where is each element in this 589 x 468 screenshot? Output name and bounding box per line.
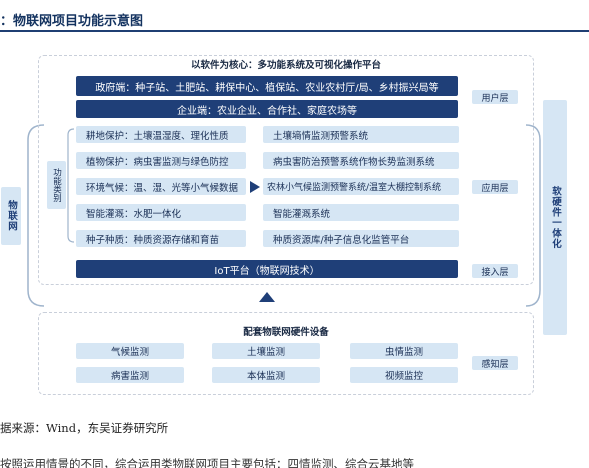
hardware-video: 视频监控 (350, 367, 458, 383)
user-layer-label: 用户层 (472, 90, 518, 104)
function-left-5: 种子种质：种质资源存储和育苗 (76, 230, 246, 247)
perception-layer-label: 感知层 (472, 356, 518, 370)
function-right-4: 智能灌溉系统 (263, 204, 459, 221)
hardware-disease: 病害监测 (76, 367, 184, 383)
inner-bracket (67, 128, 75, 243)
left-label-iot: 物联网 (1, 187, 21, 245)
hardware-soil: 土壤监测 (212, 343, 320, 359)
function-right-5: 种质资源库/种子信息化监管平台 (263, 230, 459, 247)
hardware-title: 配套物联网硬件设备 (243, 327, 329, 338)
function-right-1: 土壤墒情监测预警系统 (263, 126, 459, 143)
function-left-4: 智能灌溉：水肥一体化 (76, 204, 246, 221)
source-note: 据来源：Wind，东吴证券研究所 (0, 421, 169, 435)
function-left-3: 环境气候：温、湿、光等小气候数据 (76, 178, 246, 195)
up-arrow-icon (259, 292, 275, 302)
hardware-pest: 虫情监测 (350, 343, 458, 359)
function-left-1: 耕地保护：土壤温湿度、理化性质 (76, 126, 246, 143)
iot-platform-bar: IoT平台（物联网技术） (76, 260, 458, 278)
function-category-text: 功能类别 (51, 168, 62, 202)
left-bracket (27, 124, 45, 307)
hardware-body: 本体监测 (212, 367, 320, 383)
software-platform-box (38, 55, 534, 285)
left-label-text: 物联网 (6, 200, 17, 232)
function-left-2: 植物保护：病虫害监测与绿色防控 (76, 152, 246, 169)
hardware-climate: 气候监测 (76, 343, 184, 359)
government-user-bar: 政府端：种子站、土肥站、耕保中心、植保站、农业农村厅/局、乡村振兴局等 (76, 76, 458, 96)
hardware-box (38, 312, 534, 395)
enterprise-user-bar: 企业端：农业企业、合作社、家庭农场等 (76, 100, 458, 118)
function-right-2: 病虫害防治预警系统作物长势监测系统 (263, 152, 459, 169)
figure-title: ：物联网项目功能示意图 (0, 14, 144, 29)
body-text: 按照运用情景的不同，综合运用类物联网项目主要包括：四情监测、综合云基地等 (0, 457, 414, 468)
access-layer-label: 接入层 (472, 264, 518, 278)
function-right-3: 农林小气候监测预警系统/温室大棚控制系统 (263, 178, 459, 195)
title-divider (0, 30, 589, 32)
right-arrow-icon (250, 181, 260, 193)
right-label-text: 软硬件一体化 (550, 186, 561, 249)
application-layer-label: 应用层 (472, 180, 518, 194)
platform-title: 以软件为核心：多功能系统及可视化操作平台 (190, 60, 381, 71)
function-category-label: 功能类别 (47, 161, 66, 209)
right-label-integration: 软硬件一体化 (543, 100, 567, 335)
